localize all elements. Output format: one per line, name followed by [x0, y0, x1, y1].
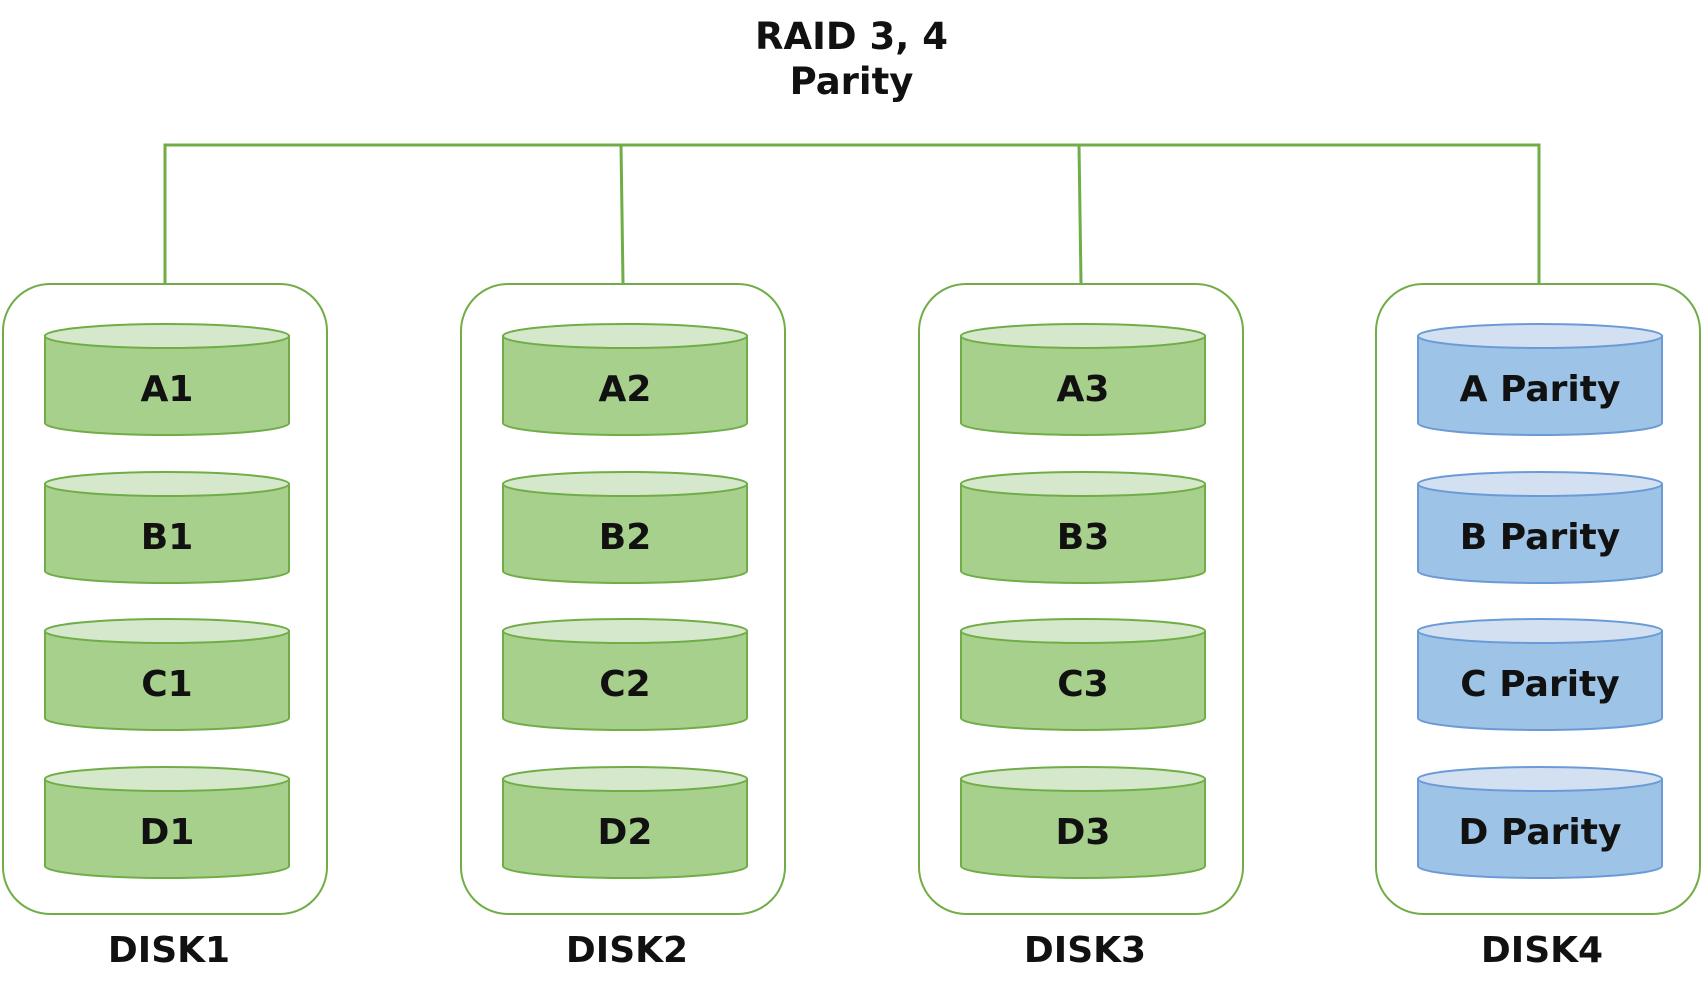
cylinder-top	[502, 766, 748, 792]
cylinder-shape	[960, 471, 1206, 584]
block-cylinder: A1	[44, 323, 290, 437]
block-cylinder: B2	[502, 471, 748, 585]
cylinder-body	[502, 335, 748, 436]
block-cylinder: D2	[502, 766, 748, 880]
cylinder-top	[502, 471, 748, 497]
cylinder-top	[44, 618, 290, 644]
cylinder-shape	[960, 618, 1206, 731]
block-label: D Parity	[1458, 811, 1622, 853]
cylinder-body	[44, 778, 290, 879]
cylinder-top	[1417, 766, 1663, 792]
connector-disk3	[1077, 144, 1083, 284]
block-label: A3	[1056, 368, 1110, 410]
cylinder-body	[1417, 335, 1663, 436]
block-label: C3	[1057, 663, 1109, 705]
cylinder-top	[44, 471, 290, 497]
cylinder-top	[502, 618, 748, 644]
block-cylinder: C3	[960, 618, 1206, 732]
cylinder-top	[1417, 618, 1663, 644]
block-cylinder: B Parity	[1417, 471, 1663, 585]
block-label: A2	[598, 368, 652, 410]
cylinder-body	[502, 483, 748, 584]
cylinder-body	[44, 630, 290, 731]
block-label: B1	[140, 516, 194, 558]
cylinder-body	[1417, 483, 1663, 584]
disk-1-label: DISK1	[107, 930, 231, 971]
block-label: C2	[599, 663, 651, 705]
cylinder-top	[1417, 471, 1663, 497]
block-cylinder: D3	[960, 766, 1206, 880]
connector-disk2	[619, 144, 625, 284]
disk-3-label: DISK3	[1023, 930, 1147, 971]
cylinder-body	[44, 483, 290, 584]
cylinder-body	[1417, 778, 1663, 879]
block-label: C1	[141, 663, 193, 705]
block-cylinder: C2	[502, 618, 748, 732]
block-cylinder: B3	[960, 471, 1206, 585]
block-cylinder: A2	[502, 323, 748, 437]
cylinder-body	[960, 630, 1206, 731]
diagram-title: RAID 3, 4	[755, 15, 948, 58]
block-cylinder: B1	[44, 471, 290, 585]
disk-2-label: DISK2	[565, 930, 689, 971]
block-label: B2	[598, 516, 652, 558]
cylinder-body	[960, 335, 1206, 436]
disk-4-enclosure: A Parity B Parity C Parity D Parity	[1375, 283, 1701, 915]
block-cylinder: A Parity	[1417, 323, 1663, 437]
cylinder-top	[1417, 323, 1663, 349]
cylinder-body	[960, 778, 1206, 879]
cylinder-body	[502, 778, 748, 879]
disk-4-label: DISK4	[1480, 930, 1604, 971]
block-cylinder: C1	[44, 618, 290, 732]
cylinder-shape	[44, 618, 290, 731]
block-cylinder: A3	[960, 323, 1206, 437]
cylinder-shape	[1417, 618, 1663, 731]
cylinder-shape	[960, 766, 1206, 879]
block-label: D3	[1055, 811, 1111, 853]
block-label: D2	[597, 811, 653, 853]
cylinder-shape	[502, 766, 748, 879]
cylinder-top	[44, 323, 290, 349]
cylinder-shape	[502, 471, 748, 584]
cylinder-top	[960, 471, 1206, 497]
block-label: A Parity	[1459, 368, 1621, 410]
cylinder-body	[44, 335, 290, 436]
cylinder-shape	[1417, 323, 1663, 436]
block-cylinder: C Parity	[1417, 618, 1663, 732]
cylinder-shape	[960, 323, 1206, 436]
cylinder-top	[960, 323, 1206, 349]
block-label: D1	[139, 811, 195, 853]
cylinder-shape	[44, 766, 290, 879]
cylinder-top	[44, 766, 290, 792]
block-label: A1	[140, 368, 194, 410]
cylinder-shape	[1417, 471, 1663, 584]
cylinder-top	[960, 766, 1206, 792]
cylinder-shape	[502, 618, 748, 731]
cylinder-shape	[502, 323, 748, 436]
disk-1-enclosure: A1 B1 C1 D1	[2, 283, 328, 915]
block-label: C Parity	[1460, 663, 1620, 705]
cylinder-shape	[44, 471, 290, 584]
block-cylinder: D1	[44, 766, 290, 880]
cylinder-body	[960, 483, 1206, 584]
cylinder-shape	[44, 323, 290, 436]
block-label: B Parity	[1459, 516, 1621, 558]
cylinder-shape	[1417, 766, 1663, 879]
diagram-subtitle: Parity	[789, 60, 914, 103]
disk-3-enclosure: A3 B3 C3 D3	[918, 283, 1244, 915]
disk-2-enclosure: A2 B2 C2 D2	[460, 283, 786, 915]
cylinder-top	[502, 323, 748, 349]
cylinder-top	[960, 618, 1206, 644]
connector-bus	[163, 143, 1541, 283]
cylinder-body	[1417, 630, 1663, 731]
cylinder-body	[502, 630, 748, 731]
block-label: B3	[1056, 516, 1110, 558]
block-cylinder: D Parity	[1417, 766, 1663, 880]
